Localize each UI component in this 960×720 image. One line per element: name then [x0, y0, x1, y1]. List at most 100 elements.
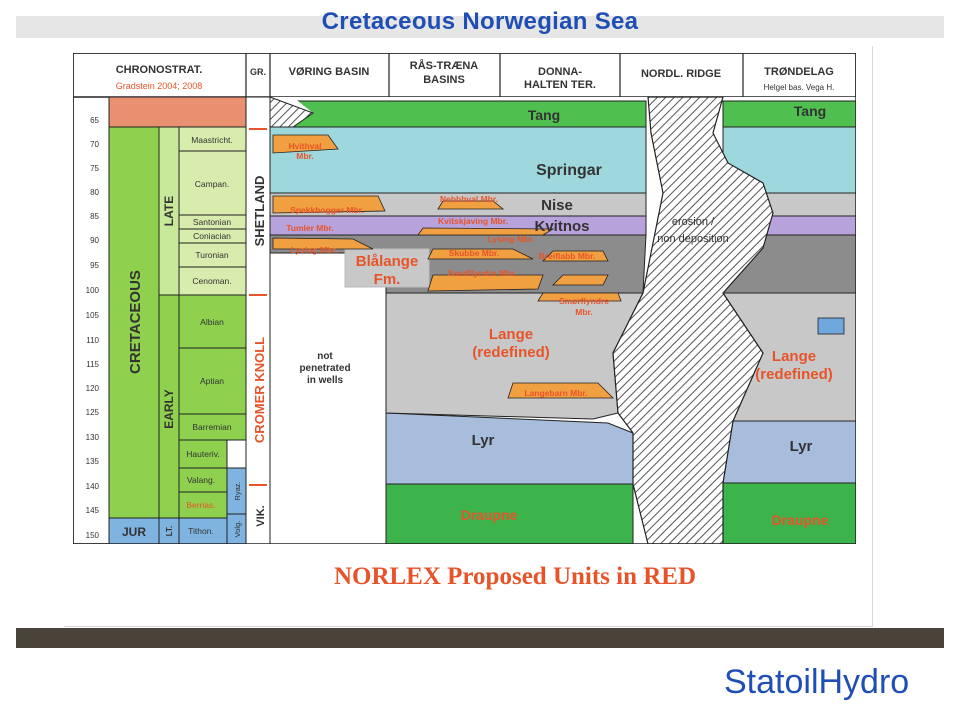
member-kviting: Kvitskjaving Mbr. [438, 216, 508, 226]
note-notpen-2: penetrated [299, 363, 350, 374]
formation-blalange-2: Fm. [374, 271, 401, 288]
company-logo: StatoilHydro [724, 663, 910, 701]
epoch-early: EARLY [162, 389, 176, 429]
formation-lyr-b: Lyr [790, 438, 813, 455]
age-label: 150 [86, 531, 100, 540]
member-breiflabb: Breiflabb Mbr. [539, 251, 596, 261]
member-sandflyndre: Sandflyndre Mbr. [448, 268, 517, 278]
header-donna-1: DONNA- [538, 66, 582, 78]
stage-label: Santonian [193, 217, 232, 227]
tang-right [722, 100, 856, 128]
member-lysing-a: Lysing Mbr. [488, 234, 535, 244]
formation-nise: Nise [541, 197, 573, 214]
formation-lange-a-1: Lange [489, 326, 533, 343]
period-jur: JUR [122, 525, 146, 539]
period-cretaceous: CRETACEOUS [127, 270, 144, 374]
stage-label: Coniacian [193, 231, 231, 241]
header-voring: VØRING BASIN [289, 66, 370, 78]
member-lens [272, 134, 339, 154]
age-label: 100 [86, 286, 100, 295]
note-erosion-2: non deposition [657, 233, 729, 245]
age-label: 110 [86, 336, 99, 345]
formation-blalange-1: Blålange [356, 253, 419, 270]
age-label: 70 [90, 140, 99, 149]
age-label: 65 [90, 116, 99, 125]
lyr-left [385, 412, 634, 485]
stage-label: Valang. [187, 475, 215, 485]
formation-lyr-a: Lyr [472, 432, 495, 449]
age-label: 140 [86, 482, 100, 491]
epoch-late: LATE [162, 196, 176, 226]
member-lens [552, 274, 609, 286]
not-penetrated-area [269, 252, 387, 544]
age-label: 75 [90, 164, 99, 173]
member-lens [507, 382, 614, 399]
age-label: 145 [86, 506, 100, 515]
header-trondelag: TRØNDELAG [764, 66, 834, 78]
age-label: 130 [86, 433, 100, 442]
age-label: 85 [90, 212, 99, 221]
age-label: 90 [90, 236, 99, 245]
litho-panel: Tang Tang Springar Nise Kvitnos Lange (r… [269, 96, 856, 544]
stage-label: Aptian [200, 376, 224, 386]
member-smorflyndre-1: Smørflyndre [559, 296, 609, 306]
member-lysing-b: Lysing Mbr. [291, 245, 338, 255]
formation-draupne-a: Draupne [461, 507, 518, 523]
note-notpen-3: in wells [307, 375, 344, 386]
member-lens [437, 200, 505, 210]
slide-title: Cretaceous Norwegian Sea [321, 8, 639, 35]
age-label: 135 [86, 457, 100, 466]
note-notpen-1: not [317, 351, 333, 362]
formation-lange-a-2: (redefined) [472, 344, 550, 361]
member-smorflyndre-2: Mbr. [575, 307, 592, 317]
member-lens [417, 227, 555, 236]
member-skubbe: Skubbe Mbr. [449, 248, 500, 258]
header-helgel: Helgel bas. Vega H. [764, 83, 835, 92]
stage-label: Maastricht. [191, 135, 233, 145]
header-gradstein: Gradstein 2004; 2008 [116, 81, 203, 91]
stage-label: Turonian [195, 250, 229, 260]
member-lens [542, 250, 609, 262]
tang-left [269, 100, 647, 128]
group-column: SHETLAND CROMER KNOLL VIK. [245, 96, 271, 544]
group-vik: VIK. [255, 505, 267, 526]
header-rastraena-2: BASINS [423, 74, 465, 86]
stage-label: Hauteriv. [186, 449, 219, 459]
stratigraphy-chart: CHRONOSTRAT. Gradstein 2004; 2008 GR. VØ… [73, 53, 856, 544]
age-label: 80 [90, 188, 99, 197]
formation-tang-a: Tang [528, 107, 560, 123]
formation-kvitnos: Kvitnos [534, 218, 589, 235]
stage-label: Albian [200, 317, 224, 327]
member-nebbhval: Nebbhval Mbr. [440, 194, 498, 204]
header-chronostrat: CHRONOSTRAT. [116, 64, 203, 76]
age-label: 95 [90, 261, 99, 270]
epoch-lt: LT. [165, 526, 174, 537]
footer-bar [16, 628, 944, 648]
chronostrat-columns: CRETACEOUS JUR LATE EARLY LT. Maastricht… [108, 96, 247, 544]
member-lens [537, 292, 622, 302]
note-erosion-1: erosion / [672, 216, 715, 228]
subtitle: NORLEX Proposed Units in RED [333, 563, 697, 590]
formation-tang-b: Tang [794, 103, 826, 119]
header-row: CHRONOSTRAT. Gradstein 2004; 2008 GR. VØ… [73, 53, 856, 98]
age-label: 105 [86, 311, 100, 320]
member-spekkhogger: Spekkhogger Mbr. [290, 205, 364, 215]
age-label: 125 [86, 408, 100, 417]
group-cromer: CROMER KNOLL [252, 337, 267, 443]
sub-stage-volg: Volg. [233, 521, 242, 538]
stage-label: Cenoman. [192, 276, 231, 286]
group-shetland: SHETLAND [252, 176, 267, 247]
formation-lange-b-1: Lange [772, 348, 816, 365]
stage-label: Barremian [192, 422, 231, 432]
age-label: 115 [86, 360, 99, 369]
member-lens [272, 195, 386, 214]
member-lens [427, 248, 534, 260]
age-label: 120 [86, 384, 100, 393]
sub-stage-ryaz: Ryaz. [233, 481, 242, 500]
stage-label: Tithon. [188, 526, 214, 536]
stage-label: Berrias. [186, 500, 215, 510]
stage-label: Campan. [195, 179, 230, 189]
header-donna-2: HALTEN TER. [524, 79, 596, 91]
member-lens [427, 274, 544, 292]
limestone-symbol [817, 317, 845, 335]
